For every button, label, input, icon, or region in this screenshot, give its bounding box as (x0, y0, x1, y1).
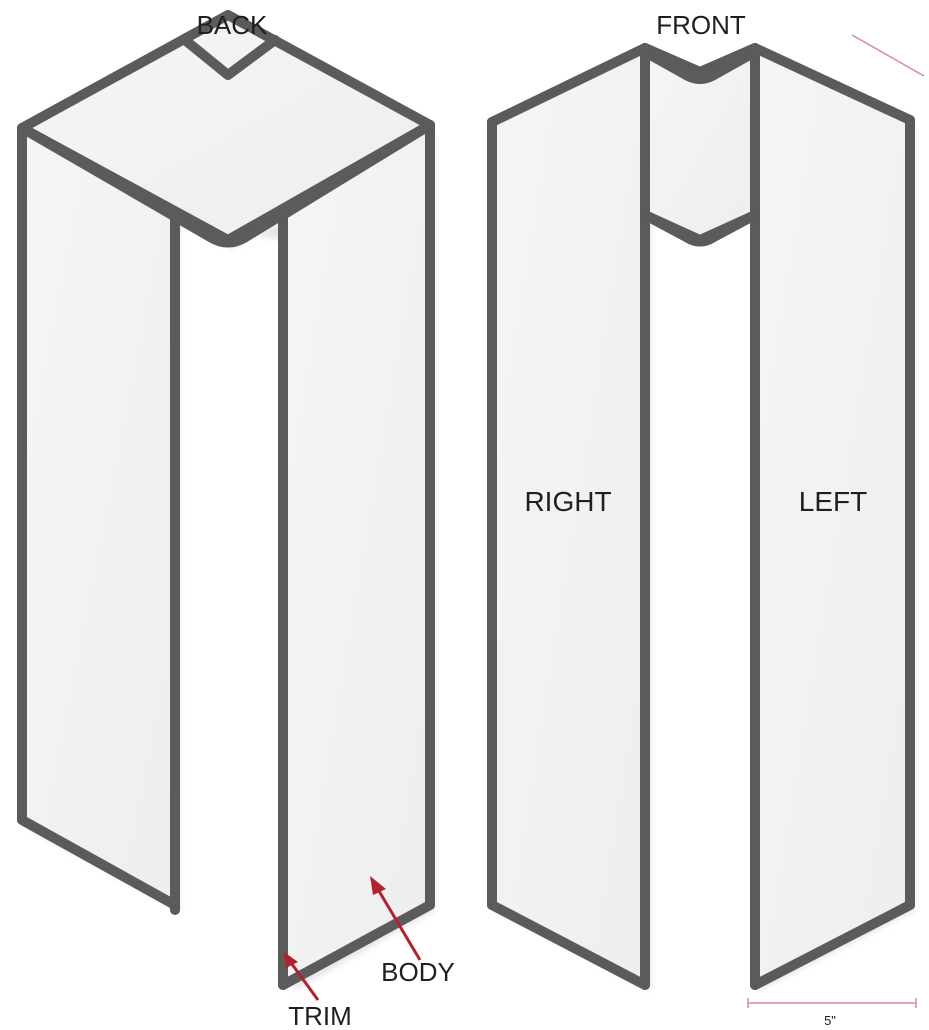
top-right-dimension-line (852, 35, 924, 76)
back-left-panel (22, 128, 175, 905)
label-width: 5" (824, 1013, 836, 1028)
label-body: BODY (381, 957, 455, 987)
label-trim: TRIM (288, 1001, 352, 1030)
back-right-panel (283, 125, 430, 985)
label-right: RIGHT (524, 486, 611, 517)
back-view (22, 15, 434, 991)
width-dimension (748, 998, 916, 1008)
label-left: LEFT (799, 486, 867, 517)
label-front: FRONT (656, 10, 746, 40)
label-back: BACK (197, 10, 268, 40)
front-view (492, 48, 914, 991)
